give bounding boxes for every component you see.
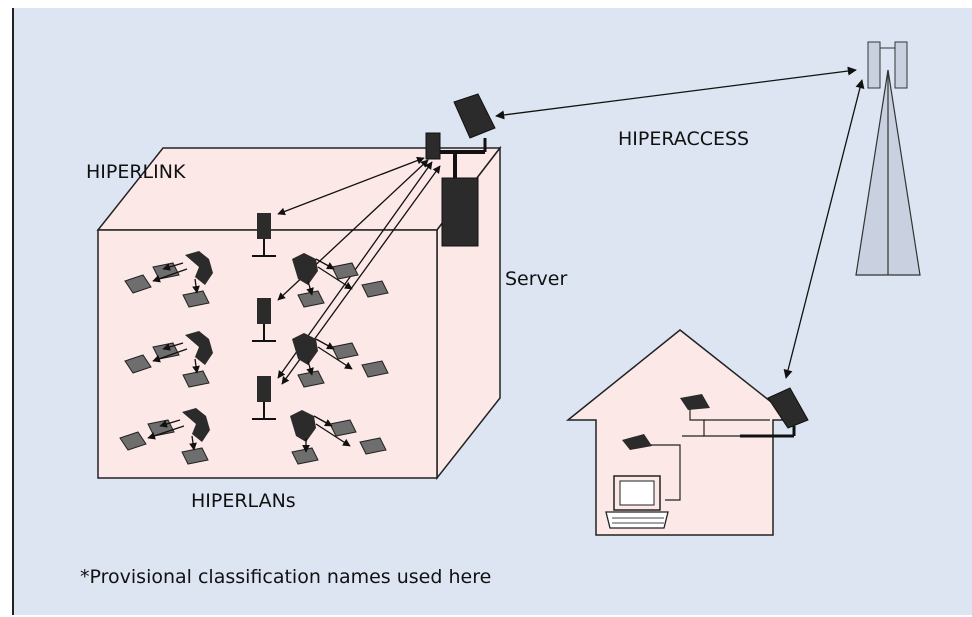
terminal-cluster — [290, 410, 387, 465]
terminal-icon — [622, 434, 652, 450]
antenna-icon — [453, 93, 496, 139]
laptop-icon — [605, 475, 669, 529]
terminal-cluster — [124, 251, 213, 308]
access-point-icon — [252, 298, 276, 342]
hiperaccess-links — [495, 66, 865, 379]
antenna-icon — [740, 387, 809, 438]
access-point-icon — [252, 213, 276, 257]
access-point-icon — [252, 376, 276, 420]
terminal-cluster — [119, 408, 210, 465]
terminal-cluster — [292, 253, 389, 308]
server-label: Server — [505, 268, 568, 290]
hiperaccess-label: HIPERACCESS — [618, 128, 750, 150]
terminal-icon — [680, 394, 710, 410]
house — [565, 329, 797, 536]
terminal-cluster — [124, 331, 213, 388]
hiperlink-label: HIPERLINK — [86, 161, 186, 183]
house-wiring — [640, 405, 770, 501]
footnote: *Provisional classification names used h… — [80, 566, 492, 588]
server-icon — [440, 138, 487, 247]
hiperlans-label: HIPERLANs — [191, 490, 296, 512]
terminal-cluster — [292, 333, 389, 388]
antenna-icon — [425, 132, 441, 160]
tower-icon — [855, 41, 921, 276]
